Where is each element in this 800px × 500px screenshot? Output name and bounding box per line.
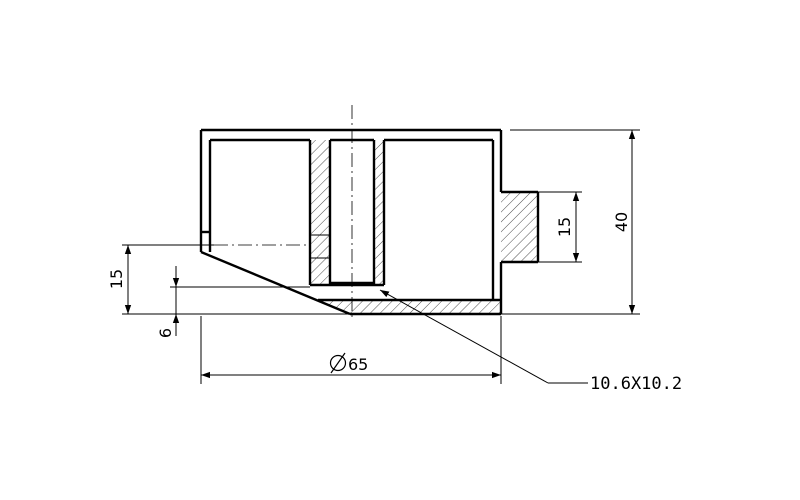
diameter-symbol-icon [329, 354, 347, 372]
internal-features [201, 138, 500, 302]
bore-leader [379, 289, 588, 384]
diameter-value: 65 [348, 355, 368, 374]
hatch-center-right [374, 140, 384, 285]
section-hatching [310, 140, 538, 314]
bore-callout-label: 10.6X10.2 [590, 374, 682, 394]
hatch-boss [501, 192, 538, 262]
part-outline [199, 128, 540, 316]
hatch-center-left [310, 140, 330, 285]
height-total-label: 40 [612, 212, 631, 232]
hatch-bottom-plate [318, 300, 500, 314]
dimension-labels: 65 40 15 15 6 10.6X10.2 [107, 212, 682, 394]
dimension-lines [124, 130, 636, 379]
center-lines [214, 105, 353, 318]
boss-height-label: 15 [555, 217, 574, 237]
label-diameter: 65 [329, 352, 368, 374]
extension-lines [122, 129, 640, 384]
left-height-label: 15 [107, 269, 126, 289]
left-offset-label: 6 [156, 328, 175, 338]
